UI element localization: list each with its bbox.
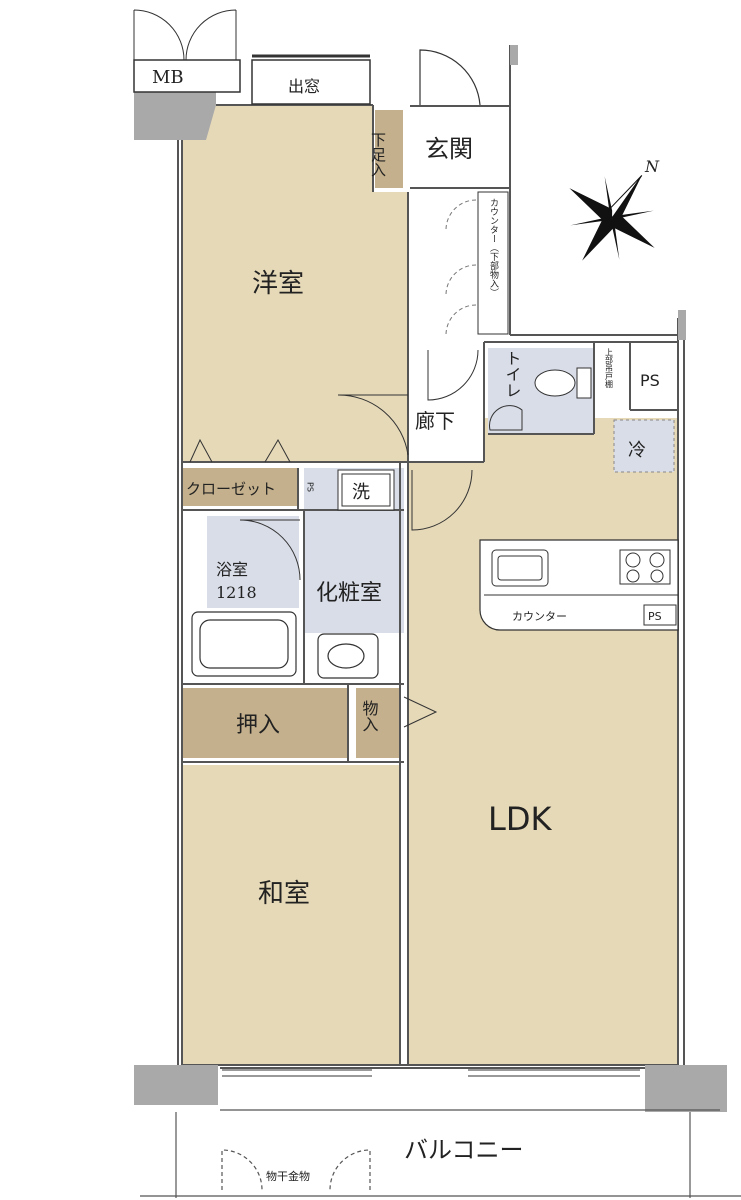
balcony-windows [222,1069,640,1077]
japanese-room-label: 和室 [258,879,310,909]
bay-window-label: 出窓 [288,77,320,96]
mb-door-swing-icon [133,9,237,61]
doors [189,349,479,728]
japanese-room-floor [182,765,400,1065]
laundry-hardware-icon [221,1149,371,1191]
column-right [678,310,686,340]
bay-window [251,54,371,105]
closet-floor [182,468,298,506]
ldk-door-swing-icon [411,469,473,531]
western-room-floor [182,105,408,462]
storage-label: 物入 [360,700,379,732]
ps-top-label: PS [640,371,660,390]
storage-door-icon [403,696,438,728]
upper-shelf-label: 上部吊戸棚 [605,348,614,389]
ldk-floor [408,418,678,1065]
western-room-door-swing-icon [337,394,409,456]
column-bottom-right [645,1065,727,1112]
bathroom-door-swing-icon [239,519,301,581]
corridor-label: 廊下 [415,409,455,433]
bathtub-icon [191,611,297,677]
balcony [140,1109,741,1198]
entrance-label: 玄関 [425,135,473,163]
labels: MB 出窓 下足入 玄関 洋室 カウンター（下部物入） トイレ 上部吊戸棚 PS… [152,67,662,1183]
entry-door-swing-icon [419,49,481,106]
counter-storage-label: カウンター（下部物入） [488,198,499,297]
fridge-label: 冷 [628,440,646,461]
oshiire-floor [182,688,348,758]
bath-size-label: 1218 [216,583,257,602]
shoe-closet-label: 下足入 [369,132,387,177]
column-bottom-left [134,1065,218,1105]
mb-box [133,9,241,93]
north-label: N [644,157,660,176]
ldk-label: LDK [488,800,552,838]
closet-door-icon [189,438,291,463]
mb-label: MB [152,67,184,88]
laundry-hardware-label: 物干金物 [266,1169,310,1183]
fridge-space [613,419,675,473]
oshiire-label: 押入 [236,713,280,738]
bathroom-label: 浴室 [216,560,248,579]
compass-rose-icon [569,175,655,261]
toilet-icon [489,367,592,431]
column-entry [510,45,518,65]
stove-icon [619,549,671,585]
walls [177,45,685,1069]
powder-room-label: 化粧室 [316,581,382,606]
storage-floor [356,688,400,758]
washbasin-icon [317,633,379,679]
sink-icon [491,549,549,587]
bathroom-floor [207,516,299,608]
western-room-label: 洋室 [252,269,304,299]
ps-small-label: PS [306,482,315,492]
closet-label: クローゼット [186,480,276,498]
entry-door [419,49,481,106]
shoe-closet-floor [375,110,403,188]
corridor-door-swing-icon [427,349,479,401]
counter-storage-block [445,191,509,336]
ps-kitchen-label: PS [648,610,662,623]
washer-space [337,469,395,511]
washer-label: 洗 [352,482,370,503]
toilet-label: トイレ [503,350,522,398]
balcony-label: バルコニー [404,1136,524,1164]
kitchen-counter-label: カウンター [512,610,567,623]
column-top-left [134,92,216,140]
columns [134,45,727,1112]
